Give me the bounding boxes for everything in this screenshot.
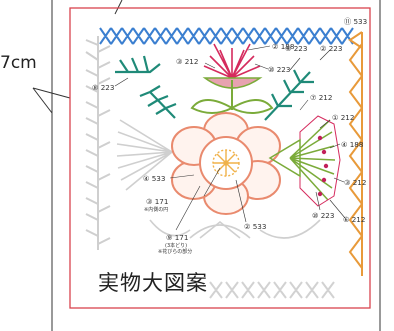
gray-fan-left [116, 119, 173, 191]
label-4a: ④ 533 [143, 174, 165, 183]
right-orange-zigzag [348, 31, 363, 276]
stitch-labels: ⑪ 533 ② 188 ③ 212 ⑤ 223 ② 223 ⑩ 223 ⑧ 22… [92, 17, 367, 255]
flower-center [212, 149, 240, 177]
label-3a: ③ 212 [176, 57, 198, 66]
label-2b: ② 223 [320, 44, 342, 53]
label-5: ⑤ 223 [285, 44, 307, 53]
label-10b: ⑩ 223 [312, 211, 334, 220]
gray-ellipse-bottom [149, 219, 321, 239]
label-11: ⑪ 533 [344, 17, 367, 26]
pointer-line-2 [32, 87, 71, 99]
label-9-note2: ※花びらの部分 [158, 248, 192, 255]
top-cross-stitch-row [99, 27, 354, 45]
label-7: ⑦ 212 [310, 93, 332, 102]
label-1: ① 212 [332, 113, 354, 122]
label-9-note1: (3本どり) [165, 242, 187, 249]
label-3b: ③ 171 [146, 197, 168, 206]
label-9: ⑨ 171 [166, 233, 188, 242]
right-dots [317, 135, 329, 197]
dimension-label: 7cm [0, 53, 37, 73]
label-10a: ⑩ 223 [268, 65, 290, 74]
green-fan-right [268, 115, 341, 207]
design-frame [69, 7, 371, 309]
label-3c: ③ 212 [344, 178, 366, 187]
teal-sprig-right [264, 69, 314, 121]
top-leader [114, 0, 123, 15]
label-3b-note: ※内側の円 [144, 206, 168, 213]
label-2c: ② 533 [244, 222, 266, 231]
label-4b: ④ 188 [341, 140, 364, 149]
main-flower [171, 112, 281, 215]
label-8: ⑧ 223 [92, 83, 114, 92]
teal-sprig-left [115, 55, 177, 119]
pattern-title: 実物大図案 [98, 271, 208, 295]
top-starburst-flower [190, 43, 274, 114]
label-2a: ② 188 [272, 42, 295, 51]
label-6: ⑥ 212 [343, 215, 365, 224]
pointer-line-1 [32, 87, 53, 114]
leader-lines [114, 45, 346, 231]
bottom-gray-cross-row [209, 281, 335, 299]
left-gray-fern [85, 36, 111, 250]
